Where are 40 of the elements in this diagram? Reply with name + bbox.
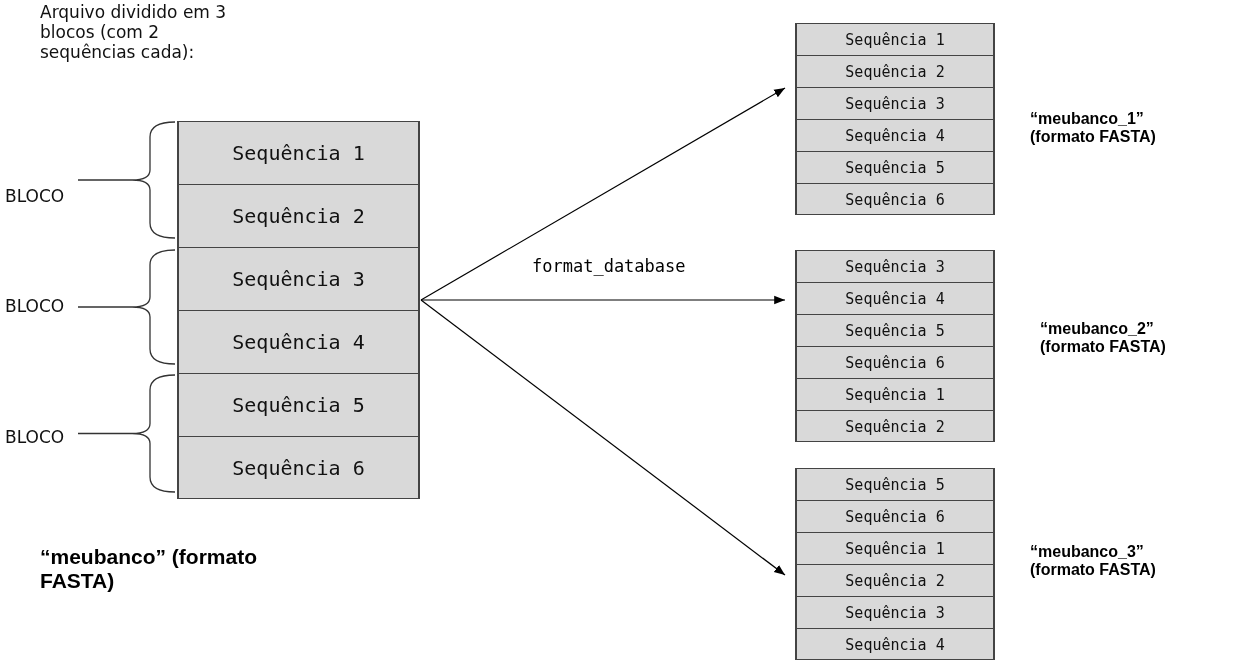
block-label: BLOCO xyxy=(5,427,66,447)
sequence-row: Sequência 6 xyxy=(796,500,994,533)
sequence-row: Sequência 2 xyxy=(796,564,994,597)
block-label: BLOCO xyxy=(5,296,66,316)
sequence-row: Sequência 4 xyxy=(796,119,994,152)
sequence-row: Sequência 1 xyxy=(796,378,994,411)
sequence-row: Sequência 6 xyxy=(796,346,994,379)
sequence-stack xyxy=(795,23,995,215)
sequence-row: Sequência 5 xyxy=(796,469,994,501)
sequence-row: Sequência 4 xyxy=(178,310,419,374)
arrow xyxy=(420,295,786,305)
sequence-row: Sequência 4 xyxy=(796,282,994,315)
edge-label: format_database xyxy=(530,256,688,276)
sequence-stack xyxy=(795,250,995,442)
arrow xyxy=(420,87,786,301)
heading-note: Arquivo dividido em 3 blocos (com 2 sequências cada): xyxy=(40,2,228,62)
sequence-stack xyxy=(795,468,995,660)
sequence-row: Sequência 5 xyxy=(178,373,419,437)
sequence-row: Sequência 3 xyxy=(796,87,994,120)
sequence-row: Sequência 1 xyxy=(796,24,994,56)
sequence-stack xyxy=(177,121,420,499)
sequence-row: Sequência 6 xyxy=(178,436,419,498)
database-caption: “meubanco_3” (formato FASTA) xyxy=(1030,543,1157,579)
sequence-row: Sequência 3 xyxy=(796,596,994,629)
sequence-row: Sequência 2 xyxy=(178,184,419,248)
sequence-row: Sequência 6 xyxy=(796,183,994,214)
database-caption: “meubanco_1” (formato FASTA) xyxy=(1030,110,1157,146)
database-caption: “meubanco_2” (formato FASTA) xyxy=(1040,320,1167,356)
sequence-row: Sequência 2 xyxy=(796,55,994,88)
sequence-row: Sequência 1 xyxy=(178,122,419,185)
sequence-row: Sequência 2 xyxy=(796,410,994,441)
sequence-row: Sequência 4 xyxy=(796,628,994,659)
sequence-row: Sequência 3 xyxy=(796,251,994,283)
sequence-row: Sequência 1 xyxy=(796,532,994,565)
sequence-row: Sequência 5 xyxy=(796,314,994,347)
block-label: BLOCO xyxy=(5,186,66,206)
sequence-row: Sequência 3 xyxy=(178,247,419,311)
arrow xyxy=(420,299,786,576)
sequence-row: Sequência 5 xyxy=(796,151,994,184)
database-caption: “meubanco” (formato FASTA) xyxy=(40,545,258,593)
